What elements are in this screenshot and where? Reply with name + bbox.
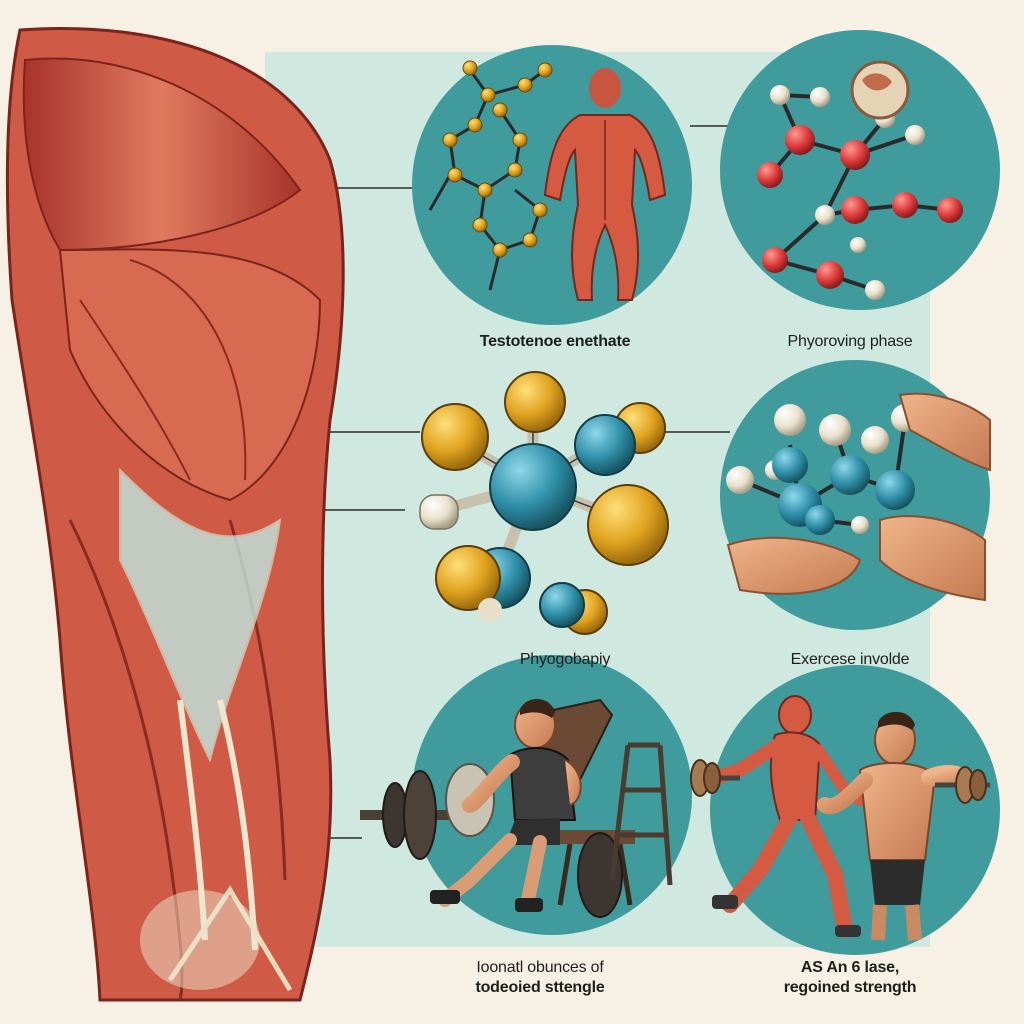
man-lifting-weights <box>360 655 692 935</box>
caption-exercise: Exercese involde <box>790 651 910 668</box>
caption-outcome-left-line1: Ioonatl obunces of <box>476 959 604 976</box>
caption-outcome-left: Ioonatl obunces of todeoied sttengle <box>390 958 690 998</box>
caption-outcome-right-line1: AS An 6 lase, <box>800 959 900 976</box>
caption-outcome-right-line2: regoined strength <box>783 979 917 996</box>
caption-physio: Phyogobapiy <box>519 651 611 668</box>
muscle-figure <box>543 68 667 301</box>
caption-phase: Phyoroving phase <box>787 333 913 350</box>
caption-outcome-left-line2: todeoied sttengle <box>475 979 605 996</box>
hand-held-molecule <box>720 360 991 630</box>
two-men-training <box>690 665 1000 955</box>
central-molecule <box>419 371 669 635</box>
muscular-leg <box>5 27 345 1002</box>
caption-testosterone: Testotenoe enethate <box>479 333 631 350</box>
anatomical-runner <box>708 695 866 938</box>
leader-lines <box>310 125 730 839</box>
dumbbell-right <box>935 766 990 804</box>
caption-outcome-right: AS An 6 lase, regoined strength <box>700 958 1000 998</box>
dumbbell-left <box>690 759 740 797</box>
molecule-with-muscle-figure <box>412 45 692 325</box>
red-molecule <box>720 30 1000 310</box>
